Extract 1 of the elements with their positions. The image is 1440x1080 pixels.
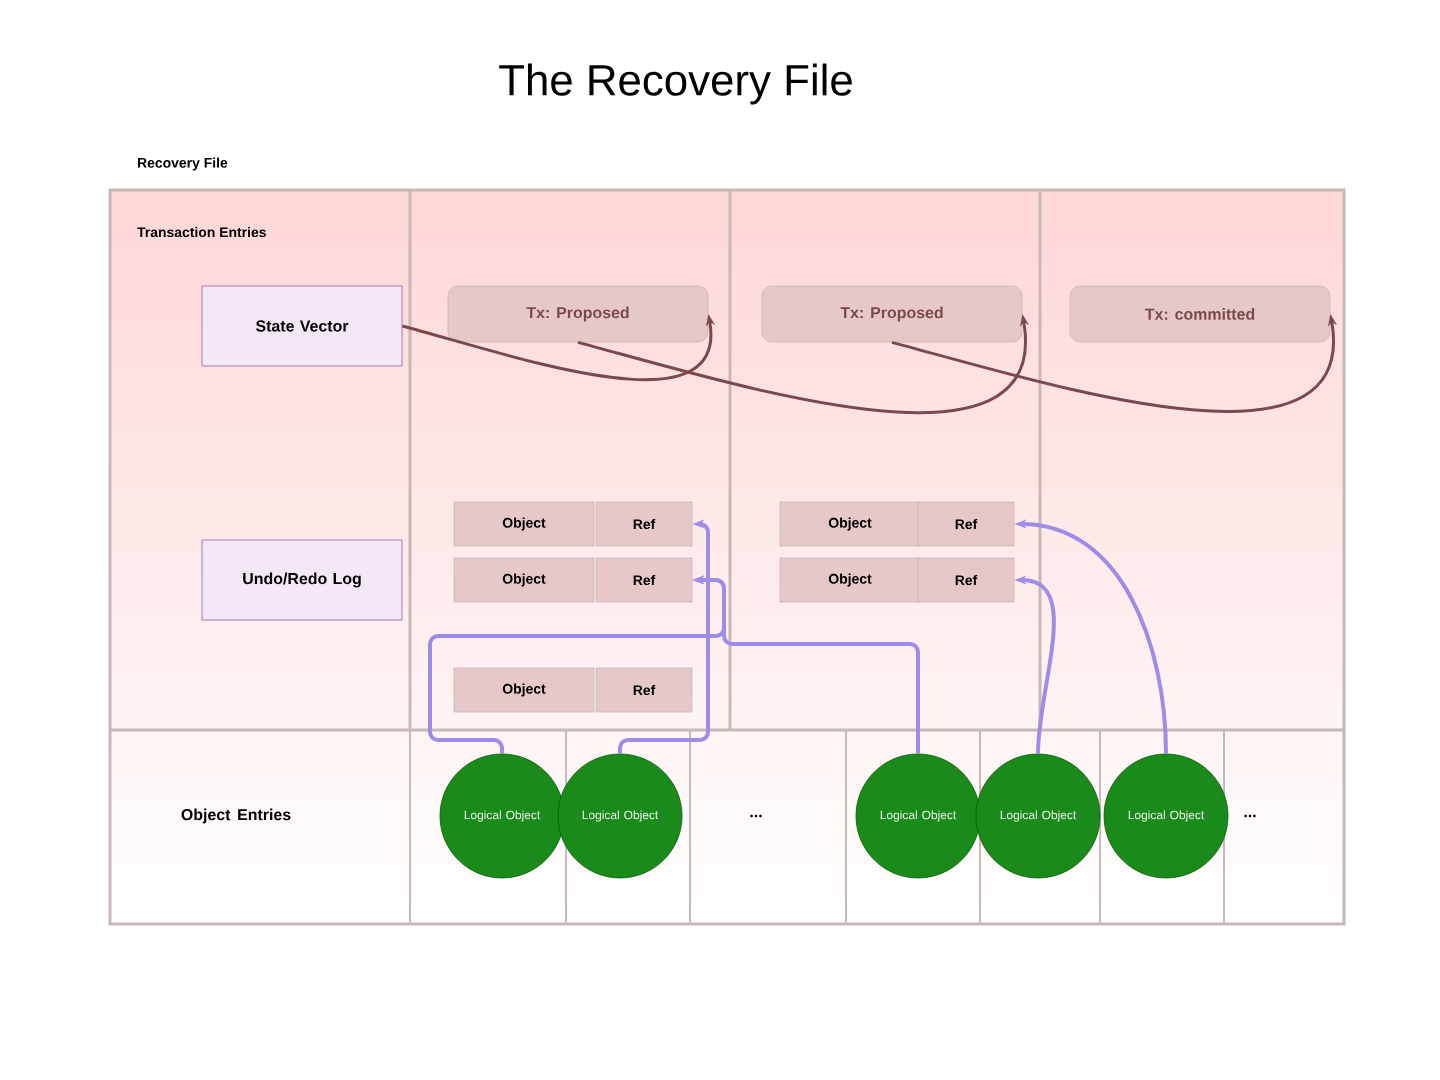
title: The Recovery File <box>499 63 852 105</box>
